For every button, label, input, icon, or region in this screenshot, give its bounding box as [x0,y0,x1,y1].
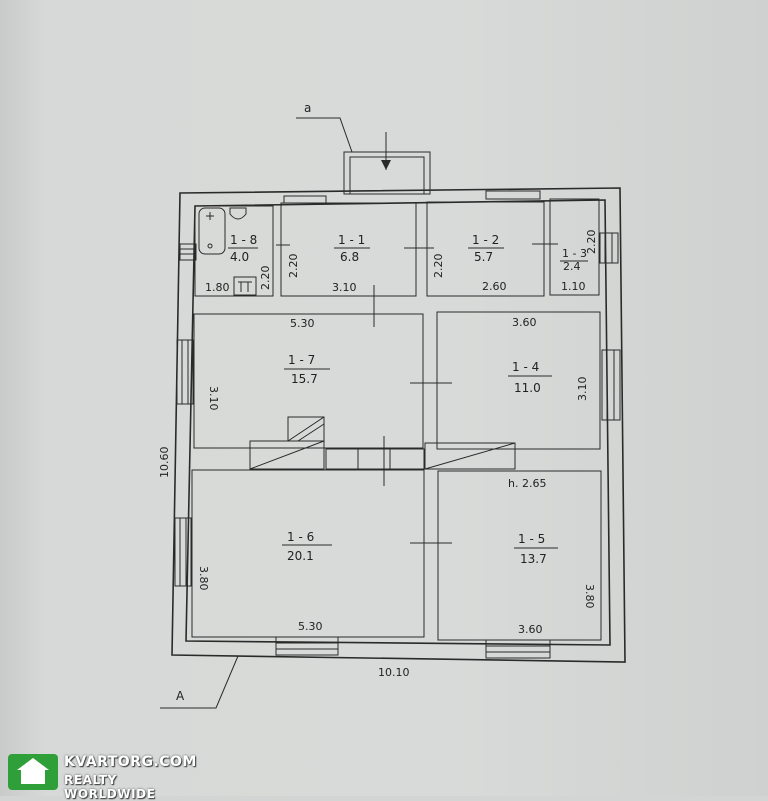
dimension-corridor: h. 2.65 [508,477,546,490]
dimension-overall-width: 10.10 [378,666,410,679]
room-1-3: 1 - 3 2.4 [560,247,588,273]
section-mark-bottom: A [176,689,185,703]
dimension-1-2-width: 2.60 [482,280,507,293]
dimension-labels: 1.80 2.20 3.10 2.20 2.60 2.20 1.10 2.20 … [158,230,598,680]
dimension-1-4-width: 3.60 [512,316,537,329]
room-area: 2.4 [563,260,581,273]
room-1-2: 1 - 2 5.7 [468,233,504,264]
room-1-6: 1 - 6 20.1 [282,530,332,563]
dimension-1-1-height: 2.20 [287,254,300,279]
room-1-1: 1 - 1 6.8 [334,233,370,264]
dimension-1-2-height: 2.20 [432,254,445,279]
dimension-1-7-height: 3.10 [207,386,220,411]
room-label: 1 - 7 [288,353,315,367]
dimension-overall-height: 10.60 [158,447,171,479]
dimension-1-8-width: 1.80 [205,281,230,294]
stove-and-stair [249,416,516,470]
room-label: 1 - 3 [562,247,587,260]
room-label: 1 - 1 [338,233,365,247]
section-cut-a: a [296,101,353,153]
room-label: 1 - 2 [472,233,499,247]
logo-brand: KVARTORG.COM [64,754,197,770]
room-1-7: 1 - 7 15.7 [284,353,330,386]
section-mark-top: a [304,101,311,115]
room-area: 6.8 [340,250,359,264]
dimension-1-1-width: 3.10 [332,281,357,294]
windows [174,190,621,659]
interior-partitions [191,198,602,641]
dimension-1-7-width: 5.30 [290,317,315,330]
dimension-1-3-width: 1.10 [561,280,586,293]
room-area: 11.0 [514,381,541,395]
room-label: 1 - 5 [518,532,545,546]
section-cut-A: A [160,655,239,709]
toilet-icon [229,207,247,220]
dimension-1-5-height: 3.80 [583,584,596,609]
room-1-4: 1 - 4 11.0 [508,360,552,395]
room-area: 4.0 [230,250,249,264]
room-area: 20.1 [287,549,314,563]
shower-tray-icon [233,276,257,296]
logo-tagline: REALTY WORLDWIDE [64,773,156,801]
dimension-1-6-width: 5.30 [298,620,323,633]
room-area: 13.7 [520,552,547,566]
room-label: 1 - 8 [230,233,257,247]
bathtub-icon [198,207,226,255]
room-area: 5.7 [474,250,493,264]
room-1-5: 1 - 5 13.7 [514,532,558,566]
dimension-1-3-height: 2.20 [585,230,598,255]
dimension-1-4-height: 3.10 [576,377,589,402]
room-area: 15.7 [291,372,318,386]
entrance-porch [343,132,431,195]
dimension-1-8-height: 2.20 [259,266,272,291]
room-1-8: 1 - 8 4.0 [228,233,258,264]
house-icon [8,754,58,790]
door-marks [276,243,558,544]
dimension-1-5-width: 3.60 [518,623,543,636]
room-label: 1 - 6 [287,530,314,544]
watermark-logo: KVARTORG.COM REALTY WORLDWIDE [6,752,196,801]
room-label: 1 - 4 [512,360,539,374]
dimension-1-6-height: 3.80 [197,566,210,591]
